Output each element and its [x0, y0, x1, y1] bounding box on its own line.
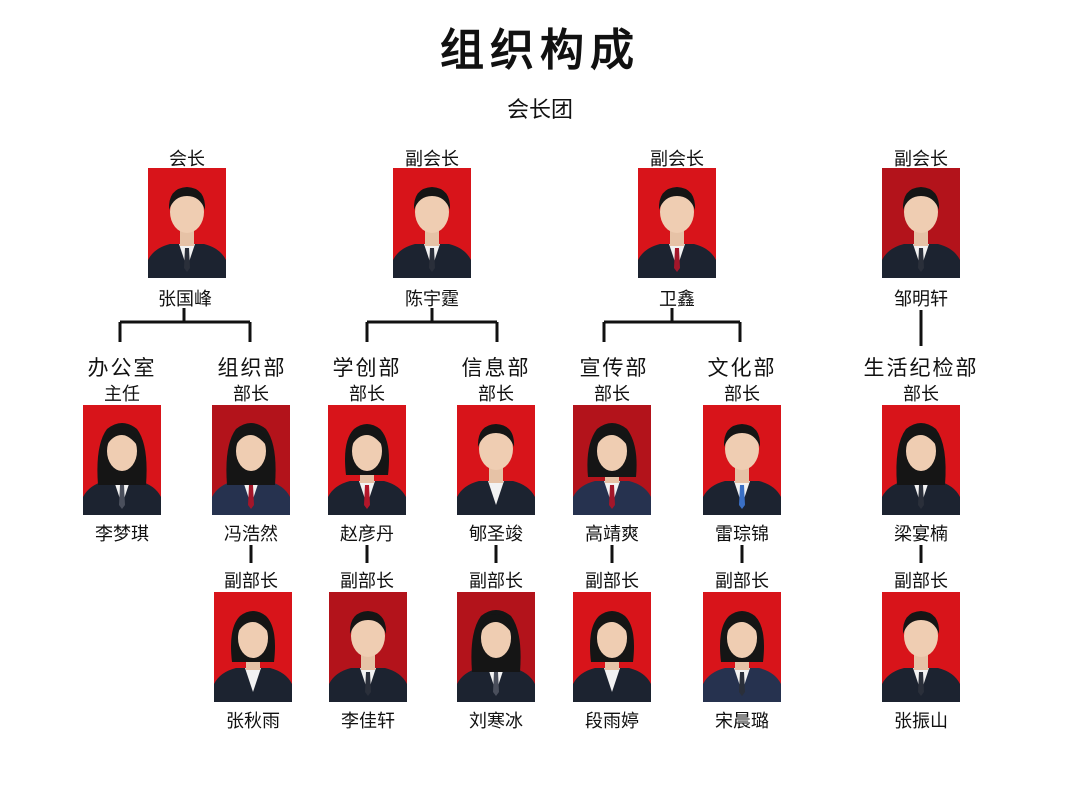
deputy-name: 段雨婷	[585, 711, 639, 732]
deputy-name: 李佳轩	[341, 711, 395, 732]
person-photo-icon	[457, 592, 535, 702]
dept-name: 生活纪检部	[863, 356, 979, 380]
head-role: 部长	[594, 384, 630, 405]
person-photo-icon	[83, 405, 161, 515]
leader-role: 副会长	[894, 149, 948, 170]
leader-role: 会长	[169, 149, 205, 170]
leader-name: 卫鑫	[659, 289, 695, 310]
deputy-name: 刘寒冰	[469, 711, 523, 732]
deputy-role: 副部长	[894, 571, 948, 592]
head-name: 赵彦丹	[340, 524, 394, 545]
deputy-name: 宋晨璐	[715, 711, 769, 732]
leader-role: 副会长	[650, 149, 704, 170]
person-photo-icon	[328, 405, 406, 515]
head-name: 高靖爽	[585, 524, 639, 545]
page-title: 组织构成	[440, 25, 640, 76]
deputy-role: 副部长	[715, 571, 769, 592]
dept-name: 办公室	[87, 356, 157, 380]
dept-name: 宣传部	[579, 356, 649, 380]
head-name: 雷琮锦	[715, 524, 769, 545]
leader-name: 张国峰	[158, 289, 212, 310]
page-subtitle: 会长团	[506, 98, 573, 123]
person-photo-icon	[882, 592, 960, 702]
head-name: 冯浩然	[224, 524, 278, 545]
leader-name: 邹明轩	[894, 289, 948, 310]
person-photo-icon	[212, 405, 290, 515]
deputy-role: 副部长	[585, 571, 639, 592]
person-photo-icon	[148, 168, 226, 278]
deputy-role: 副部长	[469, 571, 523, 592]
person-photo-icon	[329, 592, 407, 702]
person-photo-icon	[393, 168, 471, 278]
head-role: 部长	[349, 384, 385, 405]
head-role: 部长	[903, 384, 939, 405]
dept-name: 文化部	[707, 356, 777, 380]
deputy-name: 张振山	[894, 711, 948, 732]
head-role: 部长	[478, 384, 514, 405]
dept-name: 学创部	[332, 356, 402, 380]
dept-name: 组织部	[217, 356, 287, 380]
leader-name: 陈宇霆	[405, 289, 459, 310]
person-photo-icon	[214, 592, 292, 702]
deputy-role: 副部长	[340, 571, 394, 592]
head-name: 郇圣竣	[469, 524, 523, 545]
person-photo-icon	[882, 168, 960, 278]
person-photo-icon	[457, 405, 535, 515]
person-photo-icon	[573, 592, 651, 702]
head-name: 梁宴楠	[894, 524, 948, 545]
person-photo-icon	[638, 168, 716, 278]
leader-role: 副会长	[405, 149, 459, 170]
person-photo-icon	[573, 405, 651, 515]
head-role: 主任	[104, 384, 140, 405]
deputy-role: 副部长	[224, 571, 278, 592]
person-photo-icon	[703, 592, 781, 702]
head-role: 部长	[233, 384, 269, 405]
head-role: 部长	[724, 384, 760, 405]
deputy-name: 张秋雨	[226, 711, 280, 732]
person-photo-icon	[703, 405, 781, 515]
head-name: 李梦琪	[95, 524, 149, 545]
dept-name: 信息部	[461, 356, 531, 380]
person-photo-icon	[882, 405, 960, 515]
